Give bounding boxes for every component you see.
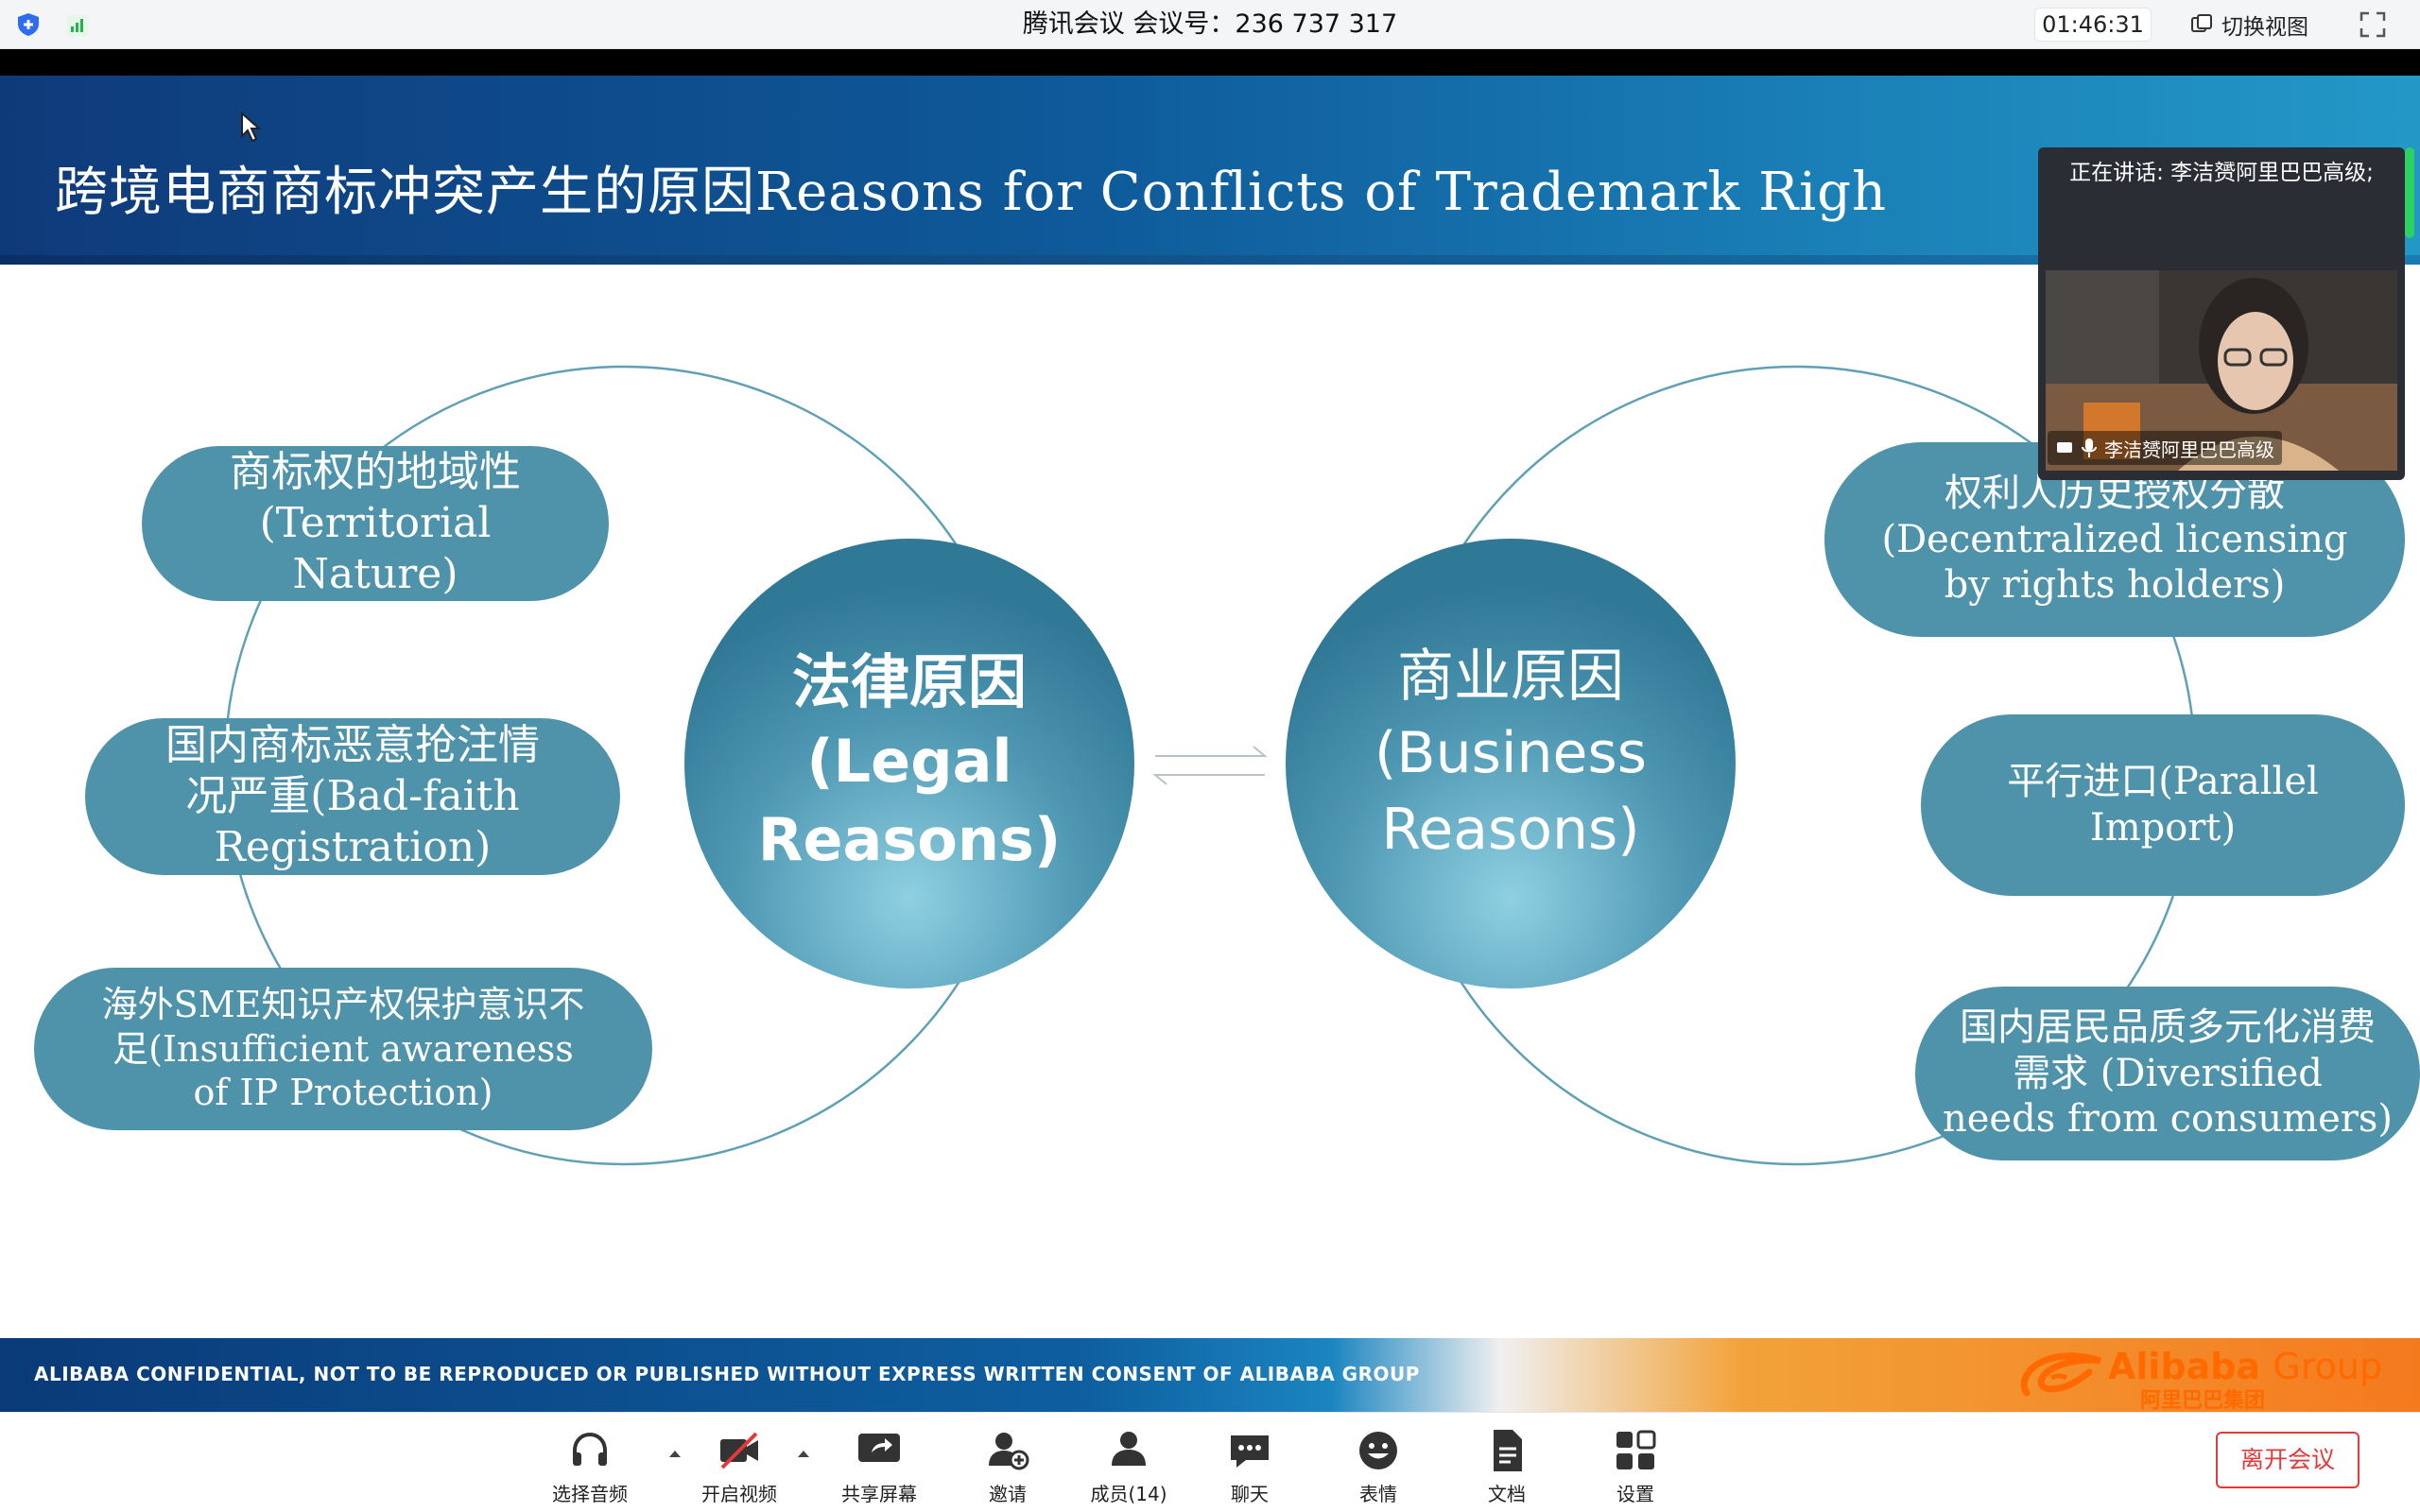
confidential-notice: ALIBABA CONFIDENTIAL, NOT TO BE REPRODUC… [34,1363,1420,1385]
switch-view-button[interactable]: 切换视图 [2189,6,2308,43]
speaker-video[interactable]: 李洁赟阿里巴巴高级 [2046,270,2397,471]
security-shield-icon[interactable] [13,9,43,40]
video-options-chevron-icon[interactable] [794,1445,813,1464]
members-icon [1112,1432,1146,1466]
switch-view-label: 切换视图 [2221,15,2308,40]
document-icon [1494,1430,1522,1471]
share-screen-icon [858,1434,900,1462]
network-signal-icon[interactable] [62,9,93,40]
logo-text-en: Alibaba Group [2108,1346,2383,1387]
title-bar: 腾讯会议 会议号：236 737 317 01:46:31 切换视图 [0,0,2420,49]
mouse-cursor-icon [241,112,262,143]
fullscreen-icon [2360,11,2386,38]
speaker-name: 李洁赟阿里巴巴高级 [2104,438,2274,461]
emoji-icon [1359,1432,1397,1469]
video-button[interactable]: 开启视频 [683,1426,796,1507]
presentation-slide: 跨境电商商标冲突产生的原因Reasons for Conflicts of Tr… [0,76,2420,1412]
invite-button[interactable]: 邀请 [951,1426,1064,1507]
chat-button[interactable]: 聊天 [1193,1426,1306,1507]
business-reasons-circle [1286,539,1736,988]
leave-meeting-button[interactable]: 离开会议 [2216,1432,2360,1488]
members-button[interactable]: 成员(14) [1072,1426,1185,1507]
business-reasons-label: 商业原因 (Business Reasons) [1374,644,1647,863]
slide-footer: ALIBABA CONFIDENTIAL, NOT TO BE REPRODUC… [0,1338,2420,1412]
meeting-toolbar: 选择音频 开启视频 共享屏幕 邀请 成员(14) 聊天 表情 文档 设置 离开会… [0,1412,2420,1512]
documents-button[interactable]: 文档 [1450,1426,1564,1507]
double-arrow-icon [1152,746,1268,785]
settings-grid-icon [1616,1430,1656,1469]
slide-title: 跨境电商商标冲突产生的原因Reasons for Conflicts of Tr… [55,162,1888,223]
screen-share-icon [2057,442,2072,453]
speaker-name-tag: 李洁赟阿里巴巴高级 [2048,431,2282,465]
shared-screen-area: 跨境电商商标冲突产生的原因Reasons for Conflicts of Tr… [0,49,2420,1412]
share-screen-button[interactable]: 共享屏幕 [822,1426,936,1507]
audio-button[interactable]: 选择音频 [533,1426,647,1507]
active-speaker-label: 正在讲话: 李洁赟阿里巴巴高级; [2069,161,2374,185]
speaker-video-frame [2046,270,2397,471]
reasons-diagram [223,365,2197,1166]
scrollbar[interactable] [2405,147,2414,238]
legal-reasons-circle [684,539,1134,988]
logo-text-cn: 阿里巴巴集团 [2140,1389,2266,1412]
chat-icon [1231,1435,1269,1468]
meeting-timer: 01:46:31 [2034,8,2152,42]
video-off-icon [720,1432,758,1469]
invite-user-icon [989,1433,1029,1470]
settings-button[interactable]: 设置 [1579,1426,1692,1507]
headphones-icon [573,1432,607,1466]
switch-view-icon [2191,14,2212,32]
microphone-icon [2082,438,2097,457]
alibaba-group-logo: Alibaba Group 阿里巴巴集团 [2014,1346,2401,1412]
alibaba-logo-icon [2020,1352,2102,1397]
legal-reasons-label: 法律原因 (Legal Reasons) [757,647,1062,875]
emoji-button[interactable]: 表情 [1322,1426,1435,1507]
active-speaker-panel[interactable]: 正在讲话: 李洁赟阿里巴巴高级; 李洁赟阿里巴巴高级 [2038,147,2405,480]
fullscreen-button[interactable] [2356,8,2390,42]
audio-options-chevron-icon[interactable] [666,1445,684,1464]
slide-header: 跨境电商商标冲突产生的原因Reasons for Conflicts of Tr… [0,76,2420,265]
